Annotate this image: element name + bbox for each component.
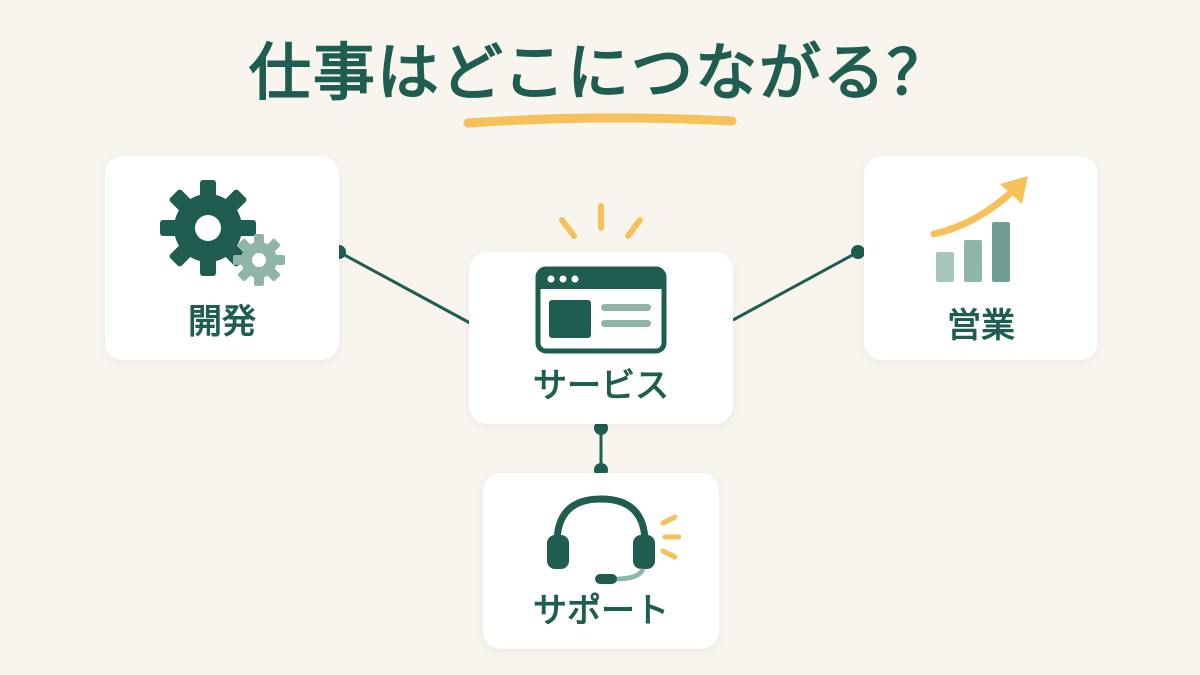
- card-service: サービス: [469, 252, 733, 424]
- connector-service-sales: [732, 250, 859, 322]
- title-underline: [463, 113, 737, 128]
- card-development-label: 開発: [188, 302, 256, 342]
- gears-icon: [160, 180, 285, 286]
- headset-icon: [547, 495, 681, 584]
- card-sales-label: 営業: [947, 306, 1015, 346]
- page-title: 仕事はどこにつながる？: [248, 36, 952, 109]
- card-sales: 営業: [864, 156, 1098, 360]
- spark-rays-icon: [559, 203, 643, 239]
- growth-chart-icon: [930, 176, 1028, 282]
- connector-dot-sales: [851, 245, 865, 259]
- connector-dot-service-bottom: [594, 421, 608, 435]
- card-support: サポート: [483, 473, 719, 649]
- card-development: 開発: [105, 156, 339, 360]
- browser-window-icon: [535, 266, 667, 354]
- connector-development-service: [338, 250, 471, 325]
- card-service-label: サービス: [533, 366, 669, 406]
- card-support-label: サポート: [533, 591, 669, 631]
